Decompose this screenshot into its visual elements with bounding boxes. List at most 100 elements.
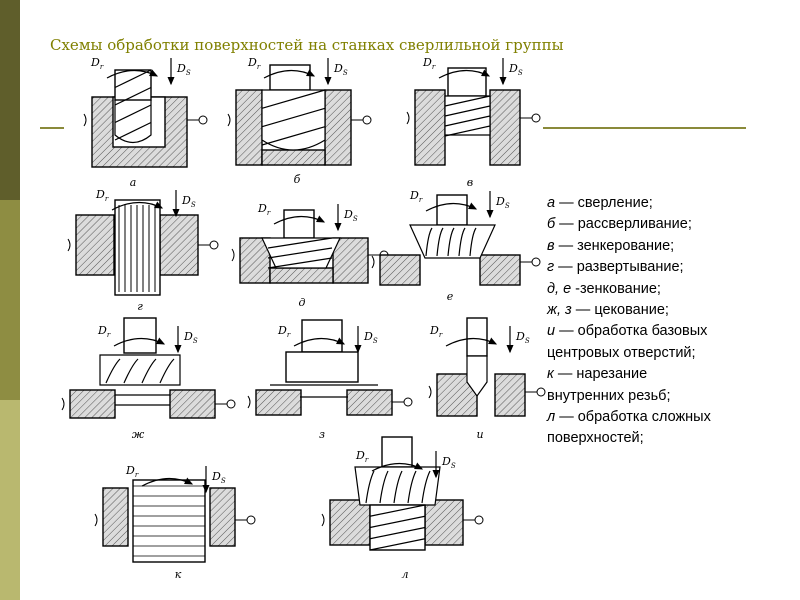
- legend-text: — обработка базовых: [555, 323, 708, 340]
- rotation-arrow: [293, 337, 346, 347]
- clamp-mark: [371, 255, 375, 269]
- tool-flute: [141, 358, 157, 384]
- workpiece-block: [102, 487, 129, 547]
- accent-bar-dark: [0, 0, 20, 200]
- tool-flute: [267, 247, 333, 259]
- tool-flute: [444, 125, 491, 137]
- rotation-subscript: r: [100, 63, 104, 71]
- figure-letter: е: [447, 290, 454, 303]
- feed-subscript: S: [353, 215, 358, 223]
- rotation-label: Dr: [277, 324, 291, 339]
- legend-text: — обработка сложных: [555, 409, 711, 426]
- workpiece-block: [261, 149, 326, 166]
- tool-flute: [114, 86, 152, 106]
- legend-text: — развертывание;: [554, 259, 684, 276]
- legend-item: б — рассверливание;: [547, 214, 711, 235]
- tool-flute: [369, 538, 426, 551]
- workpiece-block: [235, 89, 263, 166]
- feed-label: DS: [441, 455, 456, 470]
- figure-letter: д: [299, 296, 306, 309]
- workpiece-block: [346, 389, 393, 416]
- feed-subscript: S: [343, 69, 348, 77]
- figure-l: Dr DS л: [321, 436, 484, 581]
- tool-flute: [114, 69, 152, 89]
- figure-letter: а: [130, 176, 137, 189]
- slide-title: Схемы обработки поверхностей на станках …: [50, 36, 564, 54]
- workpiece-block: [489, 89, 521, 166]
- rotation-label: Dr: [429, 324, 443, 339]
- workpiece-block: [324, 89, 352, 166]
- clamp-mark: [227, 113, 231, 127]
- feed-label: DS: [211, 470, 226, 485]
- tool-flute: [267, 237, 333, 249]
- legend-item: поверхностей;: [547, 428, 711, 449]
- clamp-mark: [321, 513, 325, 527]
- legend-key: ж, з: [547, 302, 572, 319]
- tool-flute: [469, 227, 477, 257]
- rotation-subscript: r: [107, 331, 111, 339]
- feed-subscript: S: [505, 202, 510, 210]
- feed-subscript: S: [186, 69, 191, 77]
- tool-body: [132, 479, 206, 563]
- legend-text: — нарезание: [553, 366, 648, 383]
- feed-label: DS: [333, 62, 348, 77]
- rotation-label: Dr: [355, 449, 369, 464]
- tool-body: [123, 317, 157, 354]
- tool-flute: [114, 121, 152, 141]
- rotation-arrow: [371, 462, 424, 472]
- rotation-label: Dr: [97, 324, 111, 339]
- tool-flute: [425, 227, 433, 257]
- clamp-mark: [67, 238, 71, 252]
- workpiece-block: [494, 373, 526, 417]
- workpiece-block: [329, 499, 371, 546]
- rotation-label: Dr: [125, 464, 139, 479]
- figure-k: Dr DS к: [94, 464, 256, 581]
- datum-circle: [403, 397, 413, 407]
- rotation-subscript: r: [419, 196, 423, 204]
- legend: а — сверление;б — рассверливание;в — зен…: [547, 193, 711, 450]
- clamp-mark: [231, 248, 235, 262]
- figure-letter: л: [401, 568, 408, 581]
- rotation-subscript: r: [439, 331, 443, 339]
- tool-flute: [444, 115, 491, 127]
- legend-key: в: [547, 237, 555, 254]
- feed-label: DS: [508, 62, 523, 77]
- figure-letter: к: [175, 568, 182, 581]
- feed-subscript: S: [193, 337, 198, 345]
- rotation-arrow: [141, 477, 194, 487]
- rotation-label: Dr: [422, 56, 436, 71]
- legend-text: центровых отверстий;: [547, 344, 696, 361]
- rotation-arrow: [273, 215, 326, 225]
- tool-flute: [466, 355, 488, 398]
- feed-label: DS: [363, 330, 378, 345]
- clamp-mark: [61, 397, 65, 411]
- legend-key: а: [547, 195, 556, 211]
- legend-text: — рассверливание;: [555, 216, 692, 233]
- feed-label: DS: [343, 208, 358, 223]
- feed-label: DS: [515, 330, 530, 345]
- tool-flute: [421, 470, 431, 504]
- datum-circle: [362, 115, 372, 125]
- legend-key: г: [547, 259, 555, 276]
- legend-item: а — сверление;: [547, 193, 711, 214]
- rotation-subscript: r: [287, 331, 291, 339]
- rotation-arrow: [106, 69, 159, 79]
- left-accent-bar: [0, 0, 20, 600]
- feed-subscript: S: [373, 337, 378, 345]
- feed-subscript: S: [221, 477, 226, 485]
- legend-item: л — обработка сложных: [547, 407, 711, 428]
- legend-text: — цекование;: [571, 302, 669, 319]
- feed-subscript: S: [451, 462, 456, 470]
- rotation-label: Dr: [247, 56, 261, 71]
- tool-body: [269, 64, 311, 91]
- figure-letter: г: [137, 300, 143, 313]
- legend-item: внутренних резьб;: [547, 386, 711, 407]
- figure-letter: и: [476, 428, 483, 441]
- tool-flute: [99, 354, 181, 386]
- workpiece-block: [332, 237, 369, 284]
- feed-label: DS: [183, 330, 198, 345]
